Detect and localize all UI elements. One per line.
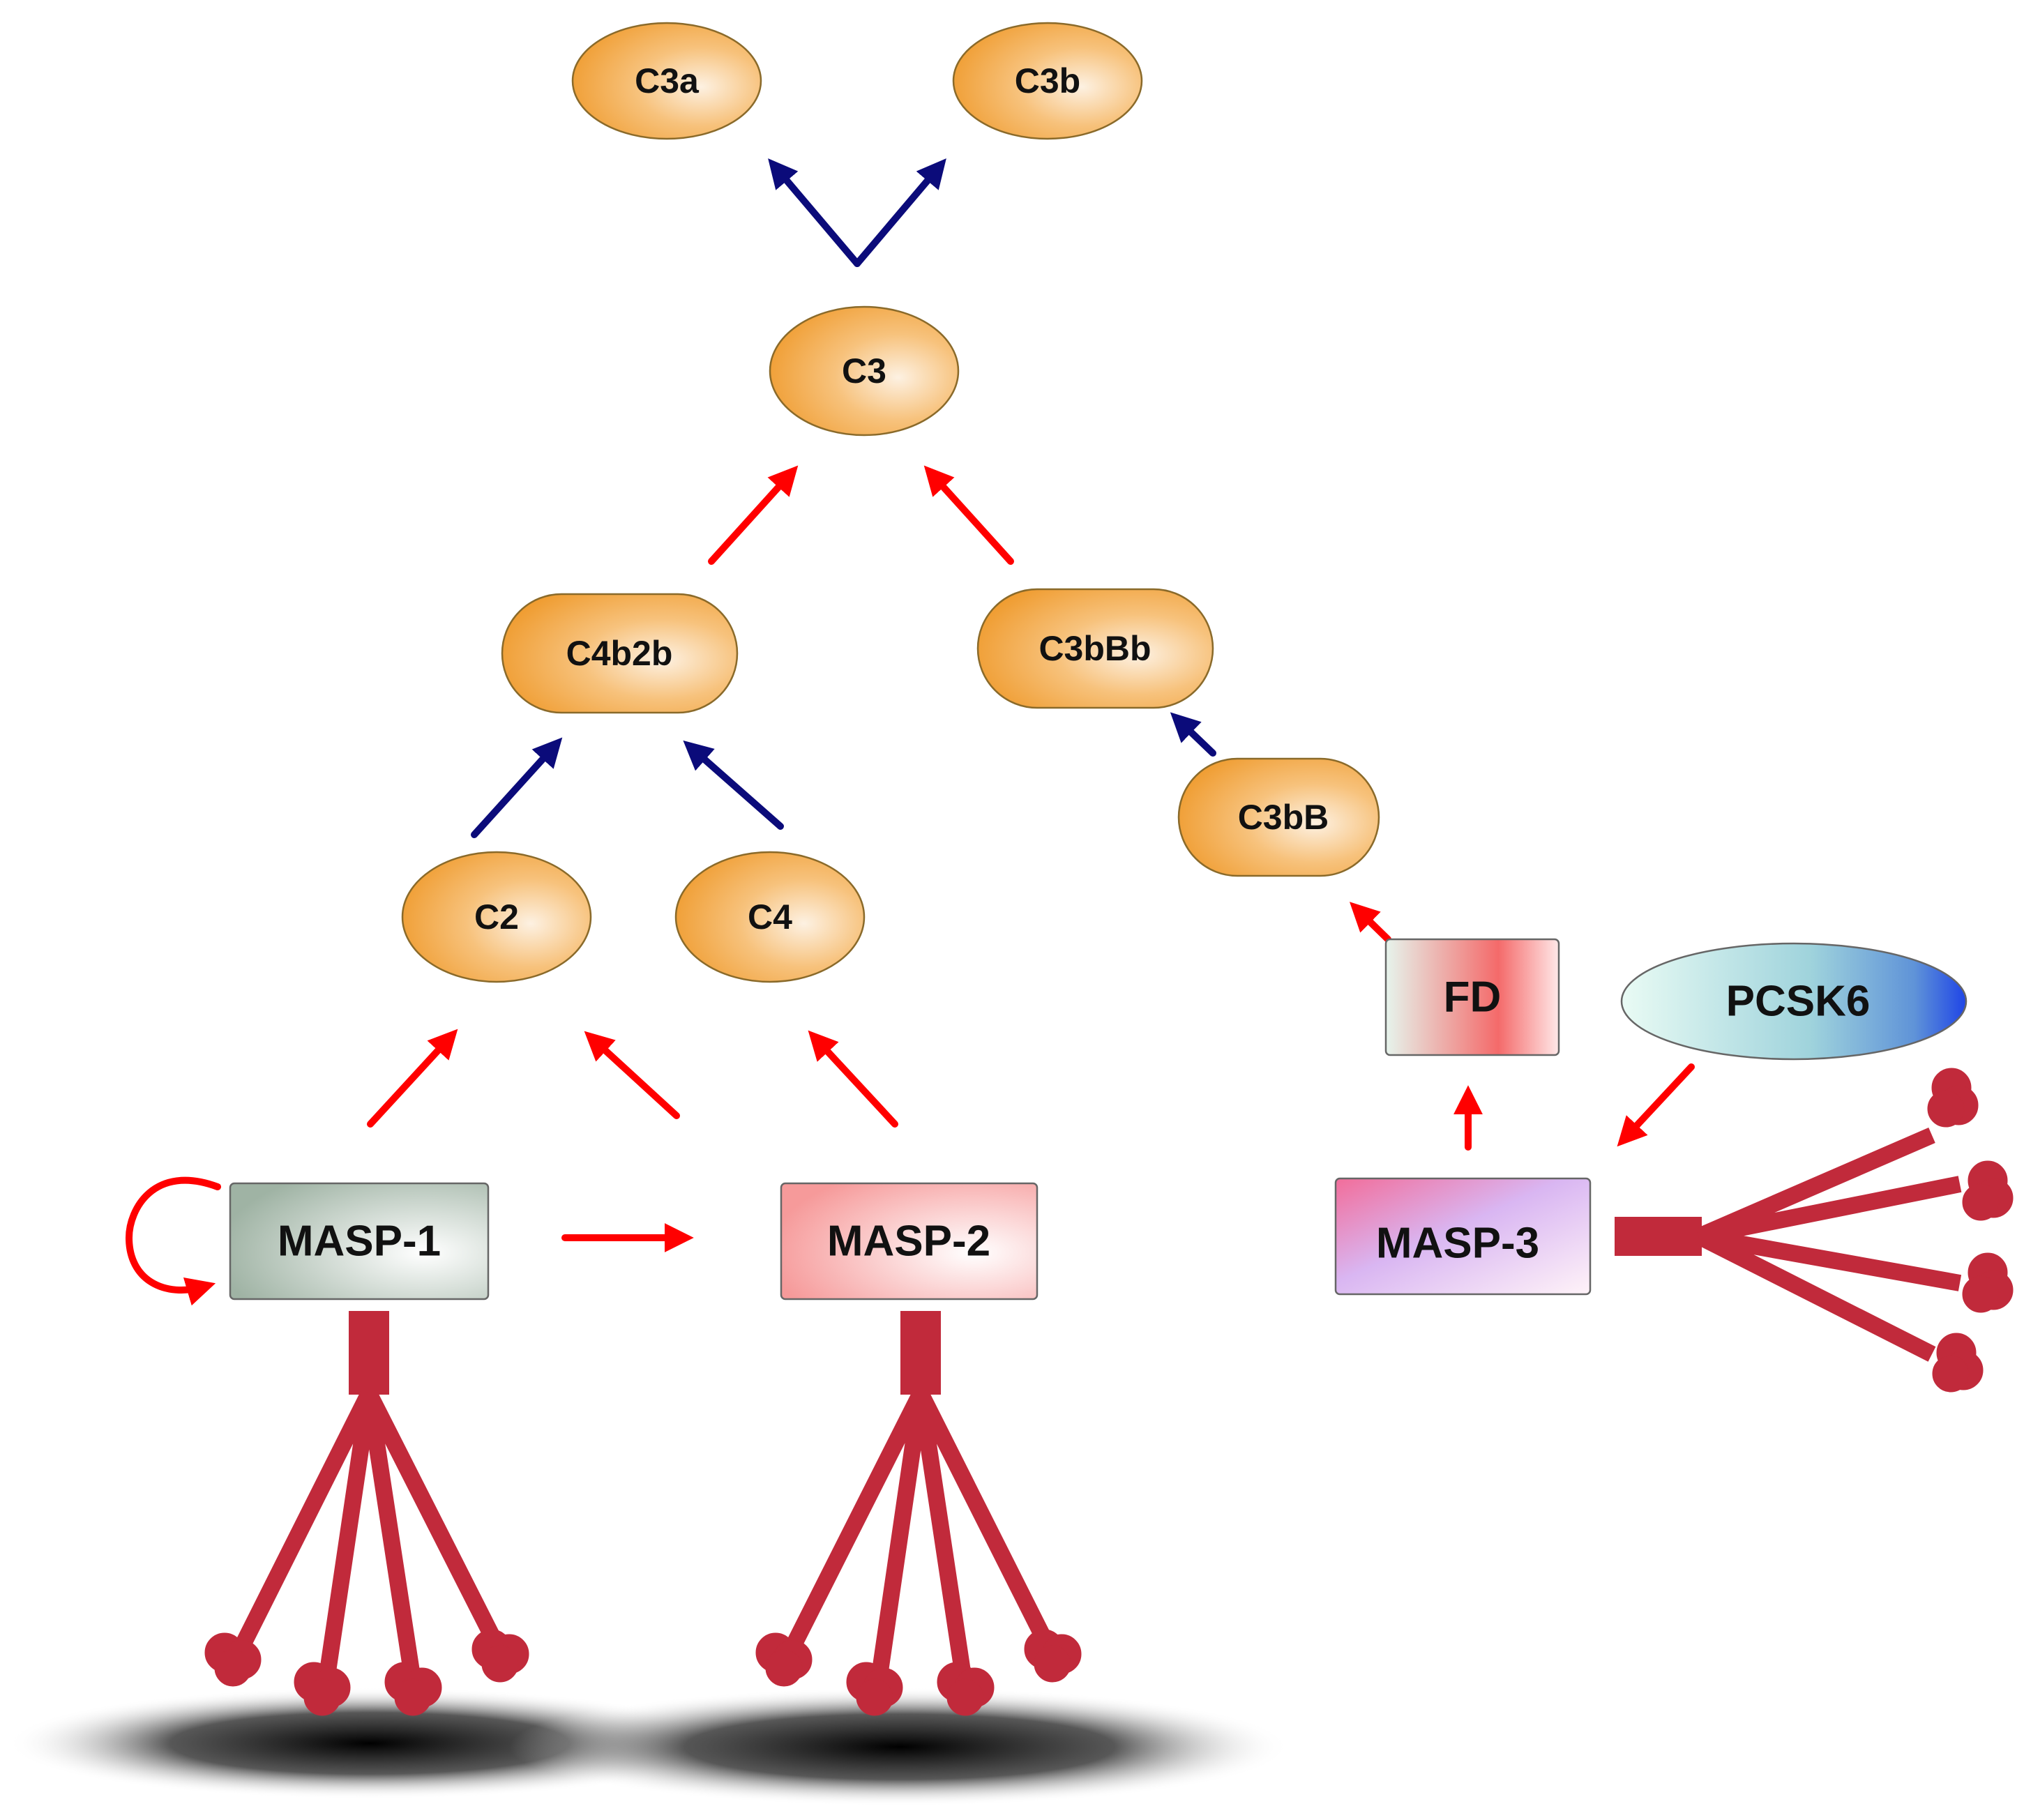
svg-text:C3: C3 xyxy=(842,351,886,390)
crd-head xyxy=(755,1632,813,1687)
arrow-c4b2b-to-c3 xyxy=(708,465,799,565)
crd-head xyxy=(204,1632,262,1687)
arrow-c2-to-c4b2b xyxy=(471,737,563,838)
svg-text:FD: FD xyxy=(1444,973,1502,1022)
node-c3a: C3a xyxy=(571,22,762,140)
arrow-c3bbb-to-c3 xyxy=(923,465,1014,565)
svg-text:MASP-3: MASP-3 xyxy=(1376,1220,1539,1268)
crd-head xyxy=(471,1629,529,1683)
collectin-masp1 xyxy=(204,1311,529,1716)
crd-head xyxy=(1962,1160,2014,1221)
arrow-c3bB-to-c3bbb xyxy=(1170,712,1216,757)
node-c4b2b: C4b2b xyxy=(501,593,739,714)
arrow-c3-to-c3b xyxy=(854,158,946,267)
crd-head xyxy=(294,1662,351,1716)
crd-head xyxy=(846,1662,903,1716)
arrow-masp2-to-c4 xyxy=(808,1030,898,1128)
svg-text:C3a: C3a xyxy=(635,61,700,100)
svg-text:C2: C2 xyxy=(474,897,519,936)
arrow-c3-to-c3a xyxy=(768,158,861,267)
arrow-c4-to-c4b2b xyxy=(683,740,784,830)
collectin-masp3 xyxy=(1615,1068,2014,1393)
crd-head xyxy=(1927,1068,1979,1128)
arrow-masp1-self-loop xyxy=(125,1176,221,1306)
arrows xyxy=(125,158,1695,1306)
node-c3bbb: C3bBb xyxy=(976,588,1214,709)
svg-text:C3b: C3b xyxy=(1015,61,1080,100)
arrow-pcsk6-to-masp3 xyxy=(1617,1063,1695,1147)
node-c3: C3 xyxy=(769,305,960,437)
arrow-masp2-to-c2 xyxy=(584,1031,680,1119)
svg-text:MASP-1: MASP-1 xyxy=(278,1218,441,1266)
crd-head xyxy=(1932,1333,1984,1393)
box-masp3: MASP-3 xyxy=(1334,1177,1592,1296)
node-c2: C2 xyxy=(401,851,592,983)
cell-surface-shadow xyxy=(7,1688,1290,1806)
svg-text:C3bBb: C3bBb xyxy=(1039,629,1151,668)
arrow-masp1-to-c2 xyxy=(367,1029,458,1128)
arrow-fd-to-c3bB xyxy=(1349,902,1391,943)
crd-head xyxy=(937,1662,995,1716)
svg-text:PCSK6: PCSK6 xyxy=(1726,978,1871,1026)
svg-text:MASP-2: MASP-2 xyxy=(827,1218,990,1266)
box-fd: FD xyxy=(1384,938,1560,1056)
node-c4: C4 xyxy=(674,851,866,983)
node-pcsk6: PCSK6 xyxy=(1620,942,1968,1061)
node-c3bB: C3bB xyxy=(1177,757,1380,877)
box-masp1: MASP-1 xyxy=(229,1182,490,1300)
crd-head xyxy=(1962,1252,2014,1313)
svg-text:C3bB: C3bB xyxy=(1238,798,1329,837)
crd-head xyxy=(1024,1629,1082,1683)
svg-text:C4: C4 xyxy=(748,897,792,936)
collectin-masp2 xyxy=(755,1311,1082,1716)
node-c3b: C3b xyxy=(952,22,1143,140)
crd-head xyxy=(384,1662,442,1716)
svg-text:C4b2b: C4b2b xyxy=(566,634,673,673)
box-masp2: MASP-2 xyxy=(780,1182,1039,1300)
